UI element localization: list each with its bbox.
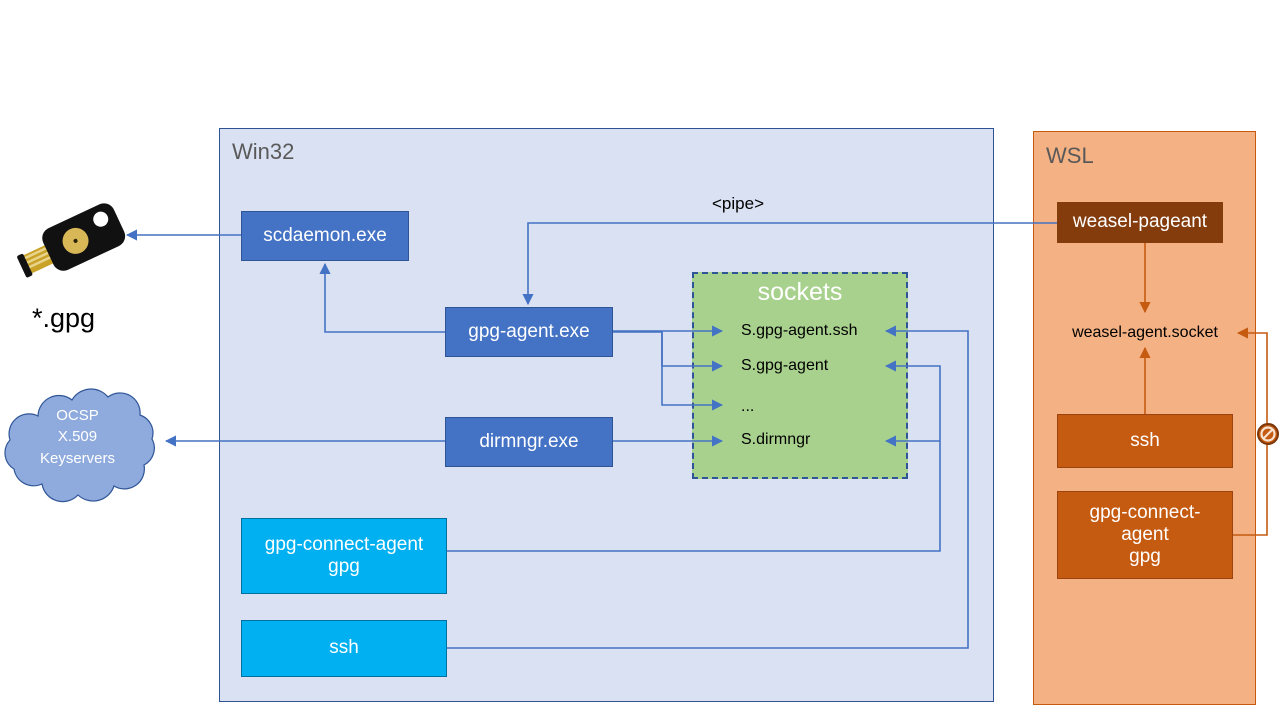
keyserver-cloud-shape xyxy=(0,383,165,505)
socket-item-ellipsis: ... xyxy=(741,398,755,415)
node-weasel-pageant[interactable]: weasel-pageant xyxy=(1057,202,1223,243)
node-gpg-agent-exe[interactable]: gpg-agent.exe xyxy=(445,307,613,357)
node-win32-ssh[interactable]: ssh xyxy=(241,620,447,677)
yubikey-icon xyxy=(12,196,130,291)
keyserver-cloud-label: OCSP X.509 Keyservers xyxy=(0,405,155,469)
wsl-panel-title: WSL xyxy=(1046,143,1094,168)
weasel-agent-socket-label: weasel-agent.socket xyxy=(1072,324,1218,341)
node-win32-gpg-connect-agent[interactable]: gpg-connect-agent gpg xyxy=(241,518,447,594)
node-wsl-ssh[interactable]: ssh xyxy=(1057,414,1233,468)
socket-item-s-gpg-agent-ssh: S.gpg-agent.ssh xyxy=(741,322,858,339)
node-wsl-gpg-connect-agent[interactable]: gpg-connect- agent gpg xyxy=(1057,491,1233,579)
cloud-line-keyservers: Keyservers xyxy=(39,449,116,467)
sockets-group-title: sockets xyxy=(757,278,843,306)
gpg-files-label: *.gpg xyxy=(32,303,96,333)
socket-item-s-dirmngr: S.dirmngr xyxy=(741,431,811,448)
node-scdaemon-exe[interactable]: scdaemon.exe xyxy=(241,211,409,261)
prohibition-icon xyxy=(1255,421,1280,447)
socket-item-s-gpg-agent: S.gpg-agent xyxy=(741,357,829,374)
pipe-label: <pipe> xyxy=(712,194,764,213)
win32-panel-title: Win32 xyxy=(232,139,295,164)
cloud-line-ocsp: OCSP xyxy=(56,407,99,424)
node-dirmngr-exe[interactable]: dirmngr.exe xyxy=(445,417,613,467)
cloud-line-x509: X.509 xyxy=(57,428,98,446)
